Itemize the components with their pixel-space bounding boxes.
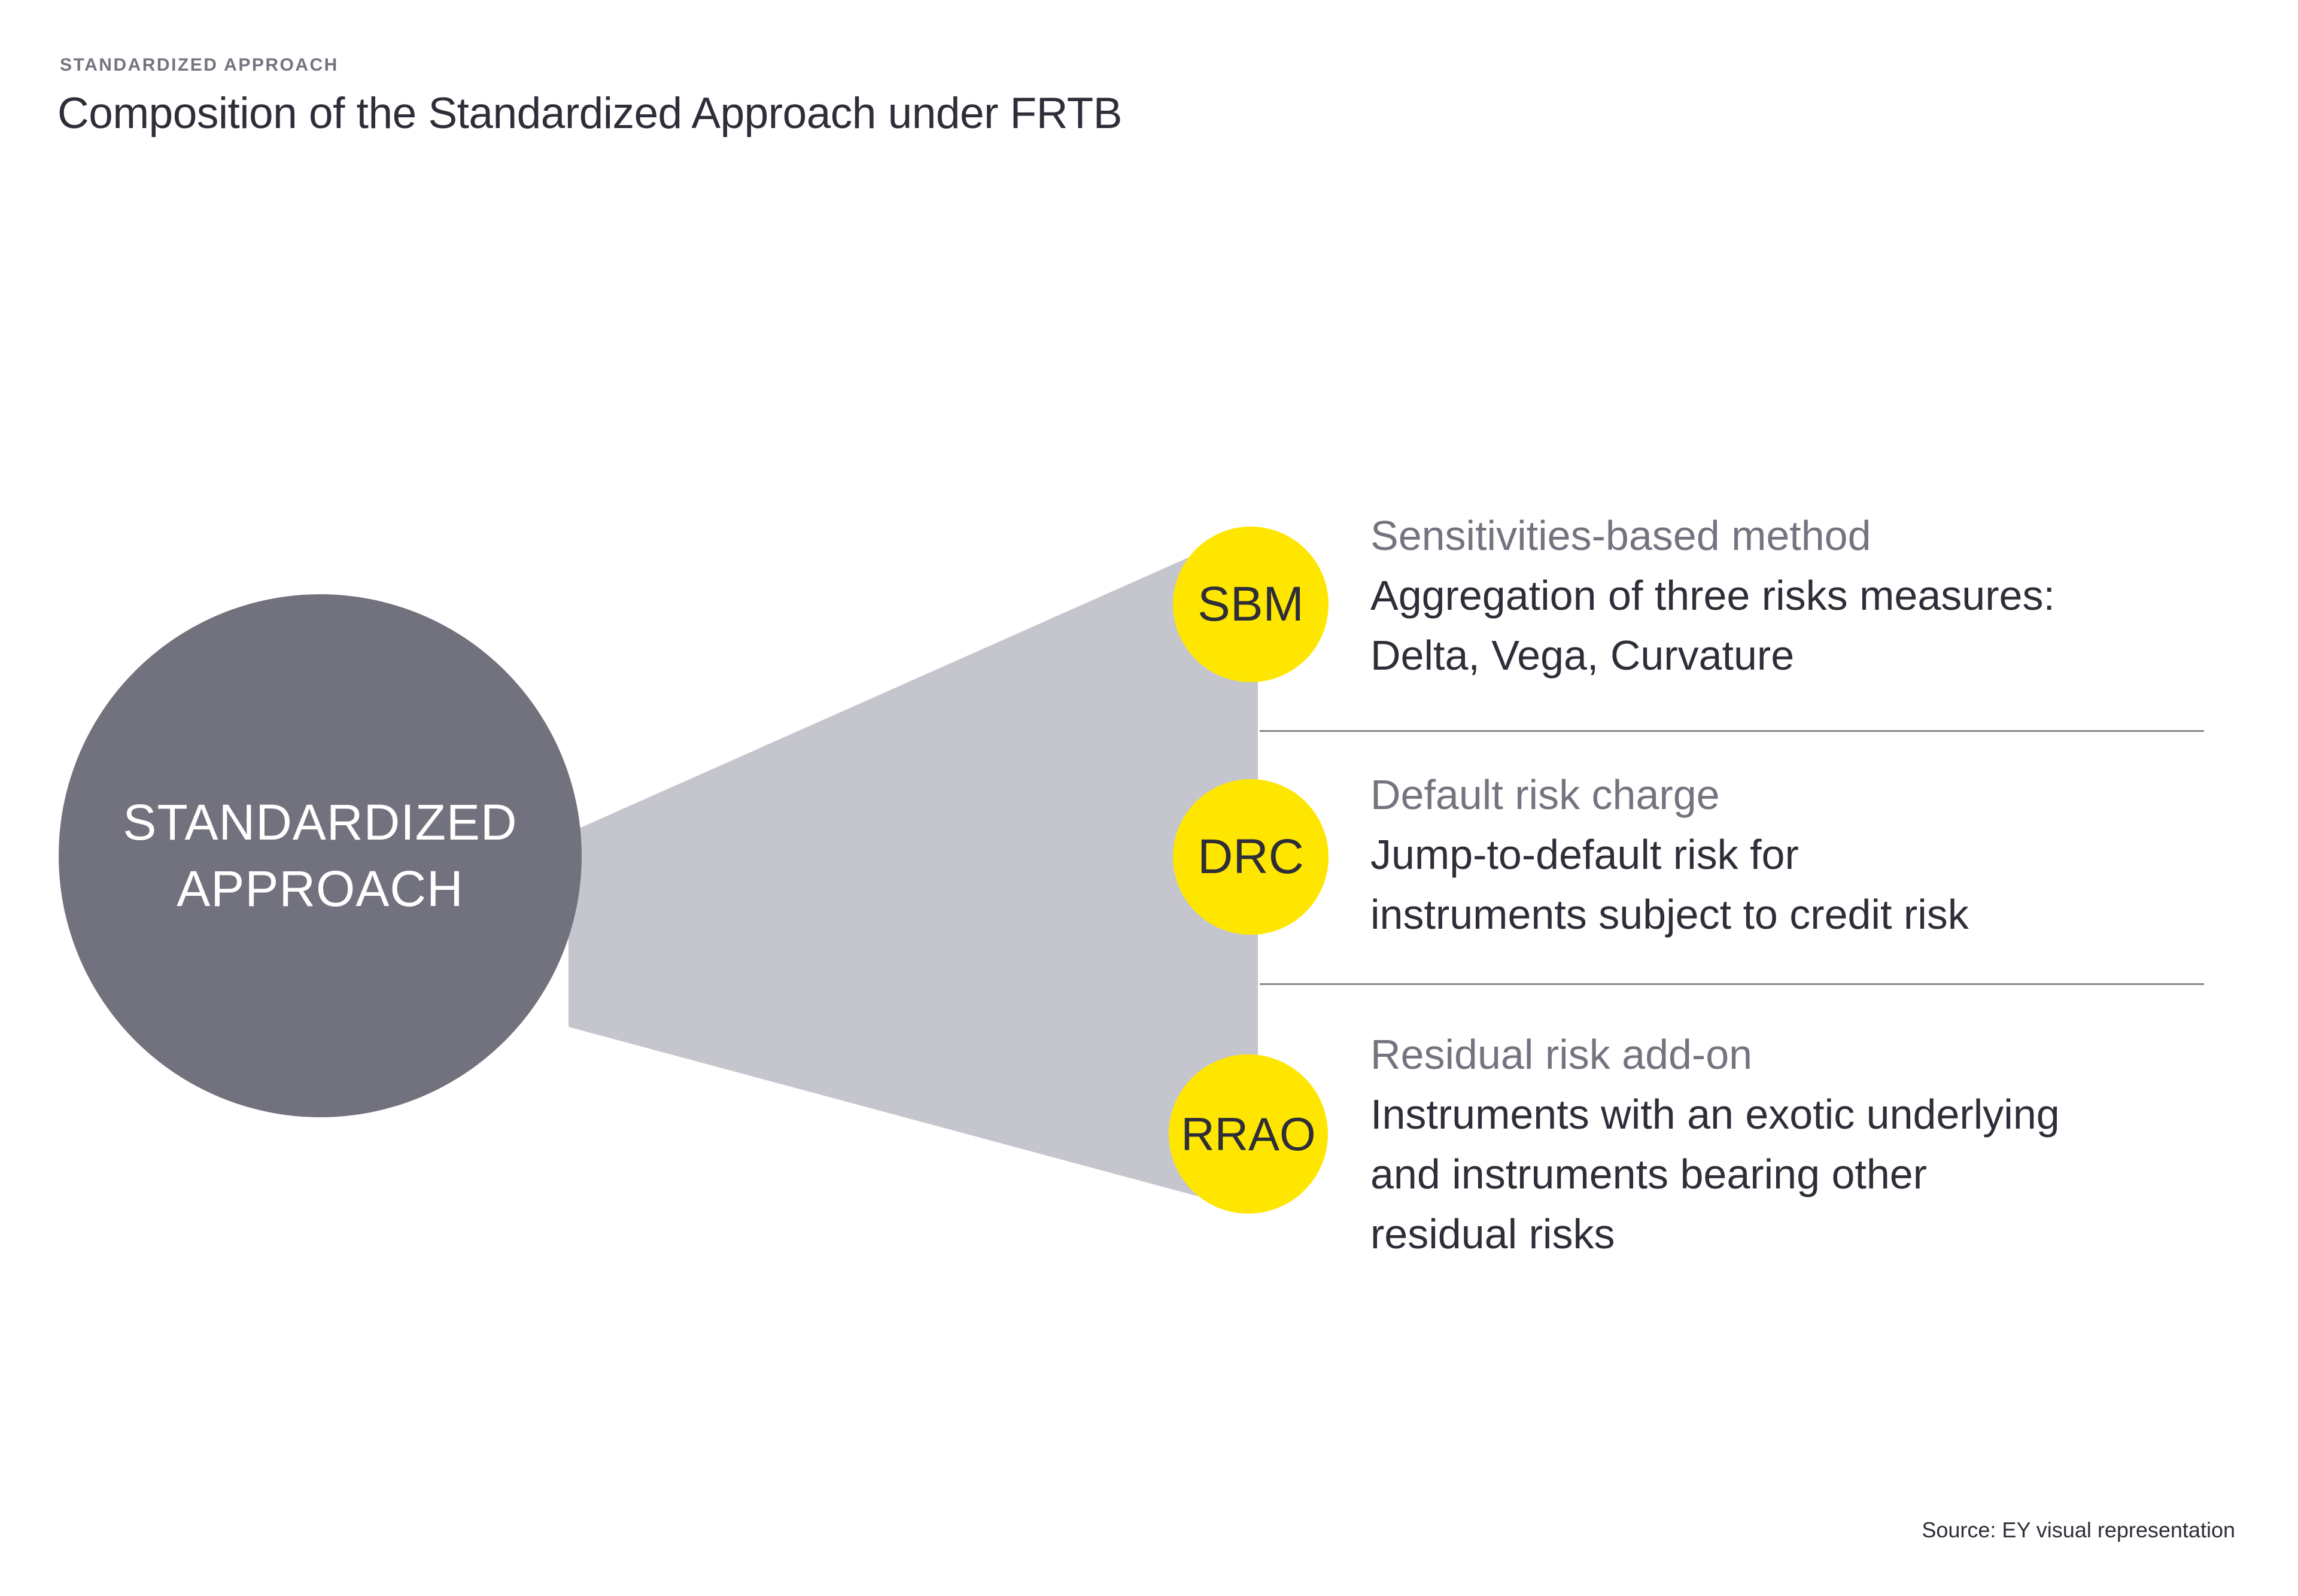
source-attribution: Source: EY visual representation [1922,1518,2235,1542]
branch-line: and instruments bearing other [1370,1151,1927,1197]
node-label-rrao: RRAO [1181,1107,1316,1160]
branch-text-drc: Default risk charge Jump-to-default risk… [1370,765,2268,944]
branch-line: Jump-to-default risk for [1370,831,1799,878]
branch-line: Aggregation of three risks measures: [1370,572,2055,619]
branch-line: Delta, Vega, Curvature [1370,632,1795,679]
divider-line-2 [1260,983,2204,985]
branch-text-rrao: Residual risk add-on Instruments with an… [1370,1025,2268,1264]
node-circle-sbm: SBM [1173,527,1329,682]
divider-line-1 [1260,730,2204,732]
branch-line: instruments subject to credit risk [1370,891,1969,938]
node-label-drc: DRC [1197,829,1304,884]
branch-line: residual risks [1370,1211,1615,1257]
hub-label-line2: APPROACH [177,861,464,917]
page-title: Composition of the Standardized Approach… [57,89,1122,138]
hub-circle-standardized-approach: STANDARDIZED APPROACH [59,594,582,1117]
branch-heading-rrao: Residual risk add-on [1370,1031,1753,1078]
branch-line: Instruments with an exotic underlying [1370,1091,2060,1138]
node-circle-rrao: RRAO [1169,1054,1328,1214]
eyebrow-label: STANDARDIZED APPROACH [60,55,339,75]
branch-heading-sbm: Sensitivities-based method [1370,512,1871,559]
branch-heading-drc: Default risk charge [1370,771,1720,818]
node-label-sbm: SBM [1197,577,1304,631]
hub-label: STANDARDIZED APPROACH [123,789,517,922]
node-circle-drc: DRC [1173,779,1329,935]
hub-label-line1: STANDARDIZED [123,794,518,850]
branch-text-sbm: Sensitivities-based method Aggregation o… [1370,506,2268,685]
